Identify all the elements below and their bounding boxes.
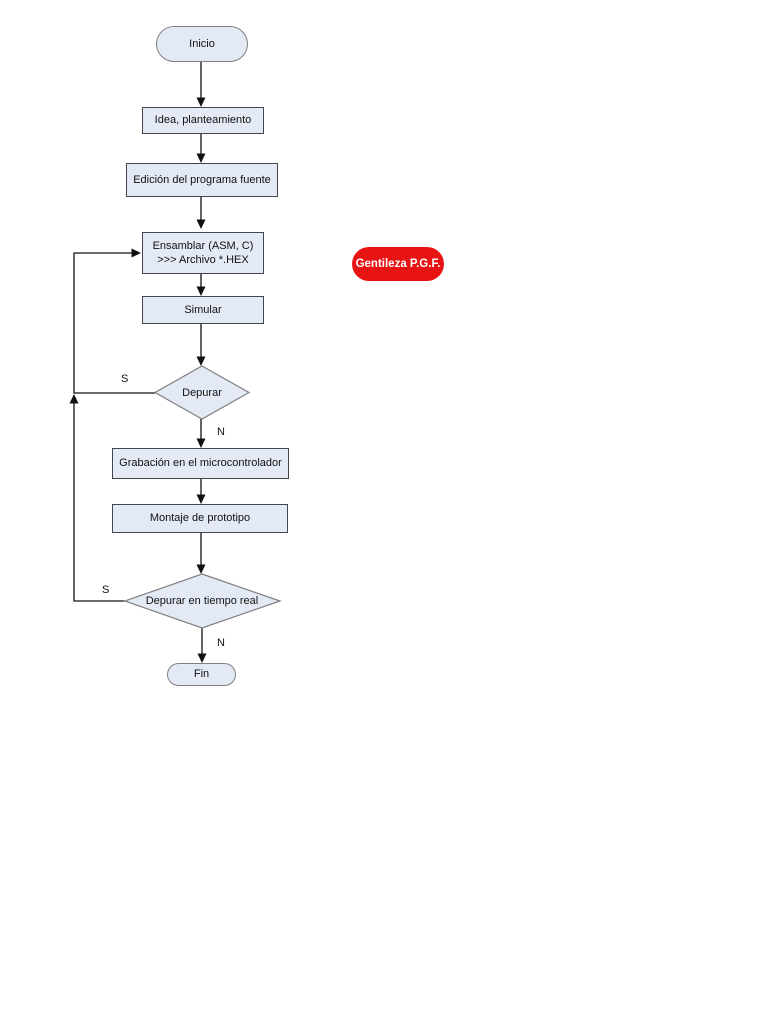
ensamblar-line2: >>> Archivo *.HEX xyxy=(157,254,249,266)
flow-node-fin: Fin xyxy=(167,663,236,686)
loop-depurar-rt-s-up xyxy=(69,394,125,602)
flow-node-depurar-label: Depurar xyxy=(182,386,222,399)
branch-label-depurar-n: N xyxy=(217,426,225,438)
flow-node-ensamblar: Ensamblar (ASM, C) >>> Archivo *.HEX xyxy=(142,232,264,274)
ensamblar-line1: Ensamblar (ASM, C) xyxy=(152,239,254,252)
arrow-edicion-to-ensamblar xyxy=(196,197,206,229)
flow-node-depurar-tiempo-real-label: Depurar en tiempo real xyxy=(145,594,259,607)
arrow-ensamblar-to-simular xyxy=(196,274,206,296)
flow-node-inicio: Inicio xyxy=(156,26,248,62)
flow-node-montaje-prototipo: Montaje de prototipo xyxy=(112,504,288,533)
flow-node-edicion-programa-fuente: Edición del programa fuente xyxy=(126,163,278,197)
flow-node-grabacion-microcontrolador: Grabación en el microcontrolador xyxy=(112,448,289,479)
branch-label-depurar-rt-s: S xyxy=(102,584,110,596)
arrow-simular-to-depurar xyxy=(196,323,206,366)
decision-diamond-depurar-tiempo-real xyxy=(123,573,282,629)
arrow-grabacion-to-montaje xyxy=(196,479,206,504)
arrow-idea-to-edicion xyxy=(196,133,206,163)
arrow-depurar-to-grabacion xyxy=(196,419,206,448)
flow-node-idea-planteamiento: Idea, planteamiento xyxy=(142,107,264,134)
loop-depurar-s-to-ensamblar xyxy=(73,248,155,394)
decision-diamond-depurar xyxy=(153,365,251,420)
branch-label-depurar-s: S xyxy=(121,373,129,385)
arrow-depurar-rt-to-fin xyxy=(197,628,207,663)
flow-node-simular: Simular xyxy=(142,296,264,324)
arrow-inicio-to-idea xyxy=(196,61,206,107)
branch-label-depurar-rt-n: N xyxy=(217,637,225,649)
gentileza-badge: Gentileza P.G.F. xyxy=(352,247,444,281)
arrow-montaje-to-depurar-rt xyxy=(196,533,206,574)
